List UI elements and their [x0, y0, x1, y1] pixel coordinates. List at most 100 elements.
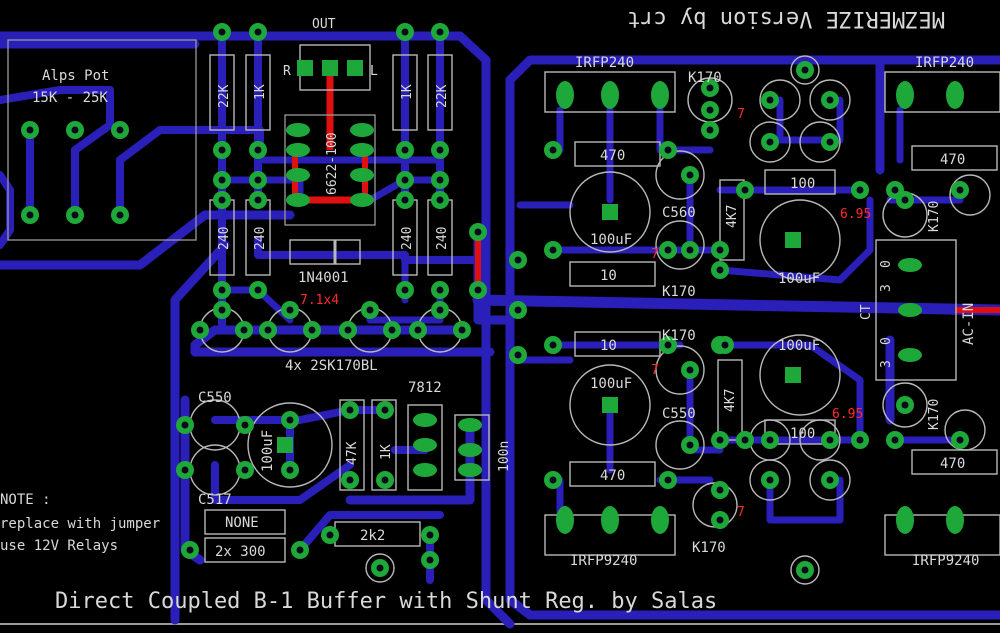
- drill-hole: [474, 286, 482, 294]
- component-outlines: [7, 39, 1000, 585]
- label-k170-e: K170: [927, 201, 942, 232]
- drill-hole: [826, 96, 834, 104]
- drill-hole: [716, 246, 724, 254]
- drill-hole: [196, 326, 204, 334]
- label-2k2: 2k2: [360, 528, 385, 544]
- drill-hole: [549, 246, 557, 254]
- drill-hole: [766, 436, 774, 444]
- drill-hole: [716, 486, 724, 494]
- drill-hole: [901, 196, 909, 204]
- solder-pad-oval: [413, 413, 437, 427]
- drill-hole: [26, 211, 34, 219]
- drill-hole: [664, 146, 672, 154]
- solder-pad-oval: [898, 258, 922, 272]
- drill-hole: [801, 566, 809, 574]
- drill-hole: [401, 286, 409, 294]
- drill-hole: [254, 176, 262, 184]
- solder-pad-oval: [286, 168, 310, 182]
- solder-pad-square: [297, 60, 313, 76]
- drill-hole: [218, 286, 226, 294]
- drill-hole: [766, 96, 774, 104]
- solder-pad-oval: [651, 506, 669, 534]
- label-jfets: 4x 2SK170BL: [285, 358, 378, 374]
- copper-traces: [0, 28, 1000, 629]
- label-red-6-95-b: 6.95: [832, 407, 863, 422]
- drill-hole: [218, 196, 226, 204]
- board-title-top: MEZMERIZE Version by crt: [627, 6, 945, 31]
- label-c560: C560: [662, 205, 696, 221]
- label-100uf-a: 100uF: [590, 232, 632, 248]
- drill-hole: [721, 341, 729, 349]
- drill-hole: [514, 256, 522, 264]
- label-7812: 7812: [408, 380, 442, 396]
- silkscreen-labels: Direct Coupled B-1 Buffer with Shunt Reg…: [0, 6, 979, 614]
- drill-hole: [706, 126, 714, 134]
- drill-hole: [686, 246, 694, 254]
- solder-pad-oval: [458, 443, 482, 457]
- drill-hole: [956, 436, 964, 444]
- label-100uf-b: 100uF: [778, 271, 820, 287]
- label-1k-c: 1K: [379, 444, 394, 460]
- drill-hole: [741, 186, 749, 194]
- drill-hole: [686, 366, 694, 374]
- drill-hole: [376, 564, 384, 572]
- label-c550-right: C550: [662, 406, 696, 422]
- drill-hole: [241, 466, 249, 474]
- label-pin-0-b: 0: [879, 337, 894, 345]
- drill-hole: [436, 286, 444, 294]
- drill-hole: [326, 531, 334, 539]
- drill-hole: [116, 126, 124, 134]
- drill-hole: [686, 171, 694, 179]
- drill-hole: [514, 351, 522, 359]
- drill-hole: [186, 546, 194, 554]
- drill-hole: [426, 531, 434, 539]
- solder-pad-square: [602, 204, 618, 220]
- drill-hole: [514, 306, 522, 314]
- drill-hole: [181, 466, 189, 474]
- label-c517: C517: [198, 492, 232, 508]
- drill-hole: [401, 196, 409, 204]
- drill-hole: [241, 421, 249, 429]
- label-k170-b: K170: [662, 284, 696, 300]
- label-100uf-left: 100uF: [260, 430, 276, 472]
- drill-hole: [766, 476, 774, 484]
- drill-hole: [741, 436, 749, 444]
- label-240-c: 240: [400, 227, 415, 250]
- label-100uf-c: 100uF: [590, 376, 632, 392]
- drill-hole: [401, 146, 409, 154]
- drill-hole: [254, 286, 262, 294]
- drill-hole: [664, 246, 672, 254]
- solder-pad-oval: [601, 506, 619, 534]
- drill-hole: [706, 84, 714, 92]
- label-240-a: 240: [217, 227, 232, 250]
- label-irfp240-a: IRFP240: [575, 55, 634, 71]
- solder-pad-oval: [898, 303, 922, 317]
- solder-pad-oval: [350, 193, 374, 207]
- drill-hole: [346, 476, 354, 484]
- solder-pad-square: [277, 437, 293, 453]
- label-red-7-a: 7: [737, 107, 745, 122]
- solder-pad-oval: [946, 81, 964, 109]
- drill-hole: [426, 556, 434, 564]
- solder-pad-oval: [896, 81, 914, 109]
- drill-hole: [286, 416, 294, 424]
- label-ct: CT: [859, 304, 874, 320]
- label-red-7-c: 7: [651, 363, 659, 378]
- drill-hole: [308, 326, 316, 334]
- drill-hole: [856, 186, 864, 194]
- label-red-6-95-a: 6.95: [840, 207, 871, 222]
- solder-pad-oval: [458, 418, 482, 432]
- drill-hole: [254, 28, 262, 36]
- solder-pad-oval: [350, 168, 374, 182]
- label-r: R: [283, 64, 291, 79]
- solder-pad-square: [347, 60, 363, 76]
- label-ac-in: AC-IN: [961, 303, 977, 345]
- label-47k: 47K: [345, 441, 360, 465]
- drill-hole: [856, 436, 864, 444]
- drill-hole: [664, 341, 672, 349]
- label-470-b: 470: [940, 152, 965, 168]
- label-240-b: 240: [253, 227, 268, 250]
- drill-hole: [436, 196, 444, 204]
- drill-hole: [388, 326, 396, 334]
